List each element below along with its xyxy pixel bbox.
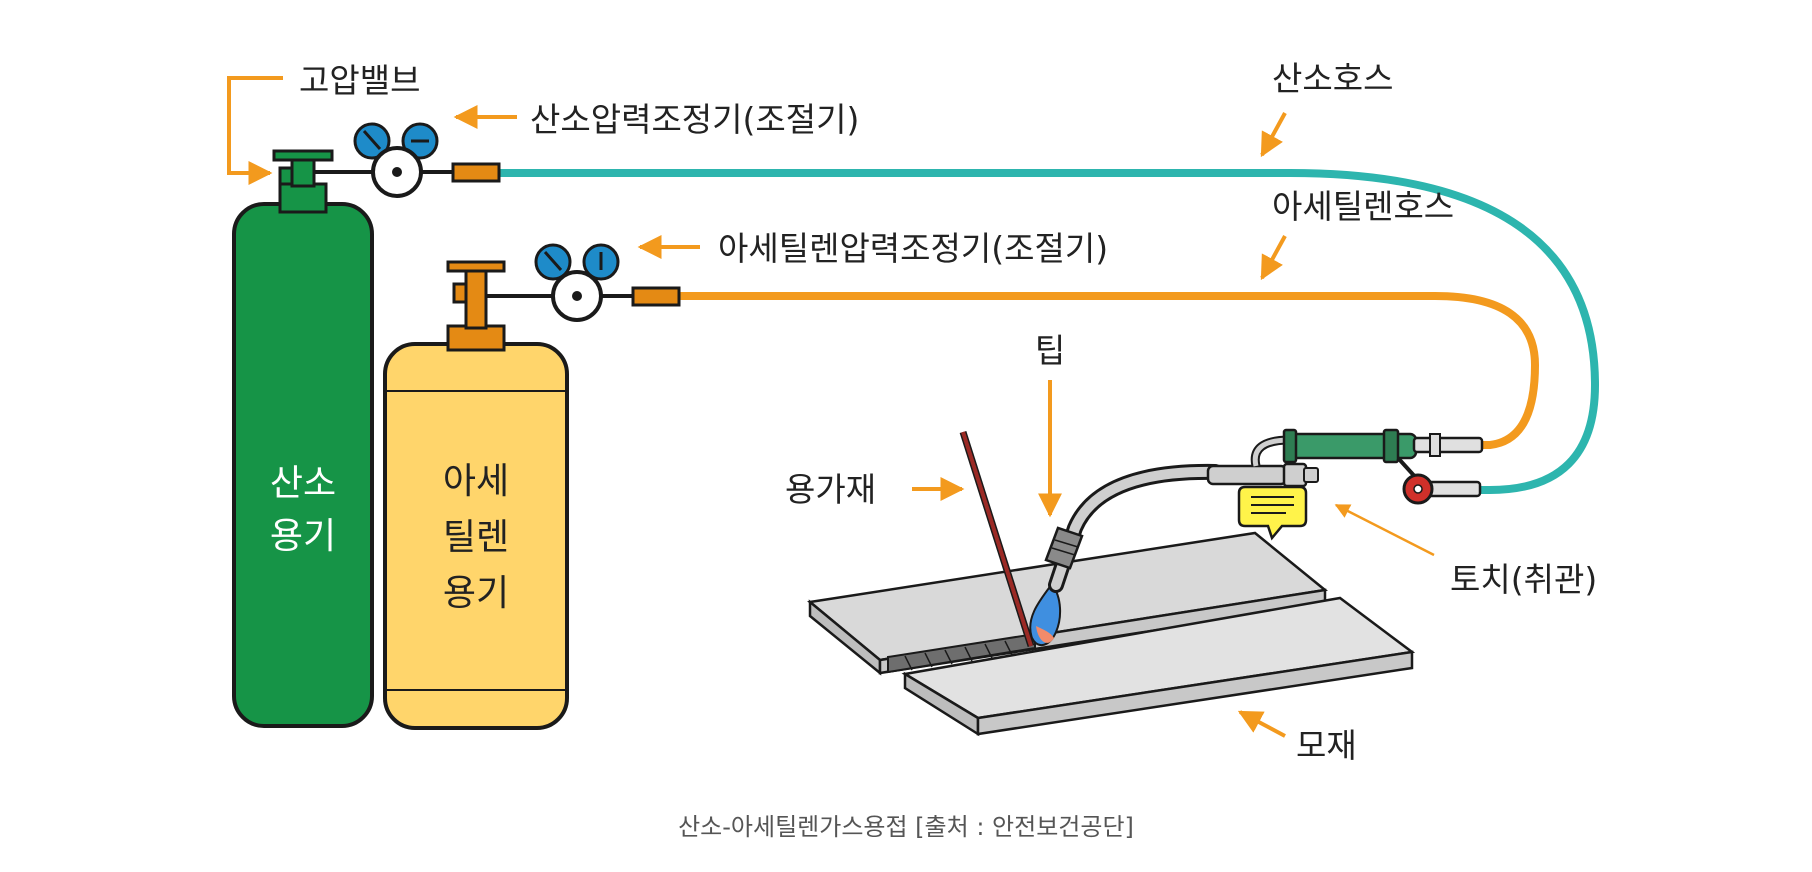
label-oxygen-regulator: 산소압력조정기(조절기) <box>530 100 859 139</box>
acetylene-regulator <box>486 243 681 322</box>
base-metal-arrow <box>1237 710 1286 738</box>
flame <box>1029 582 1062 647</box>
label-torch: 토치(취관) <box>1450 560 1597 599</box>
oxygen-cylinder-label-1: 산소 <box>270 463 336 504</box>
label-high-pressure-valve: 고압밸브 <box>299 61 420 100</box>
welding-torch <box>1044 428 1484 593</box>
acetylene-hose-arrow <box>1260 235 1287 281</box>
label-tip: 팁 <box>1035 331 1065 370</box>
oxygen-cylinder-label-2: 용기 <box>270 516 336 557</box>
acetylene-hose <box>680 292 1540 449</box>
label-acetylene-regulator: 아세틸렌압력조정기(조절기) <box>718 229 1108 268</box>
valve-arrow <box>227 76 283 185</box>
torch-arrow <box>1334 503 1435 557</box>
label-filler-rod: 용가재 <box>785 470 876 509</box>
label-base-metal: 모재 <box>1296 726 1357 765</box>
oxygen-cylinder <box>232 149 374 728</box>
label-acetylene-hose: 아세틸렌호스 <box>1272 187 1454 226</box>
acetylene-cylinder-label-1: 아세 <box>443 461 509 502</box>
pointer-arrows <box>227 76 1435 738</box>
oxygen-regulator <box>314 122 501 198</box>
acetylene-cylinder <box>383 260 569 730</box>
oxygen-hose-arrow <box>1260 112 1287 158</box>
torch-note-icon <box>1237 485 1308 541</box>
oxygen-hose <box>500 169 1600 494</box>
acetylene-cylinder-label-2: 틸렌 <box>443 517 509 558</box>
base-metal-plates <box>807 531 1416 737</box>
label-oxygen-hose: 산소호스 <box>1272 59 1393 98</box>
acetylene-cylinder-label-3: 용기 <box>443 573 509 614</box>
figure-caption: 산소-아세틸렌가스용접 [출처 : 안전보건공단] <box>678 813 1134 841</box>
